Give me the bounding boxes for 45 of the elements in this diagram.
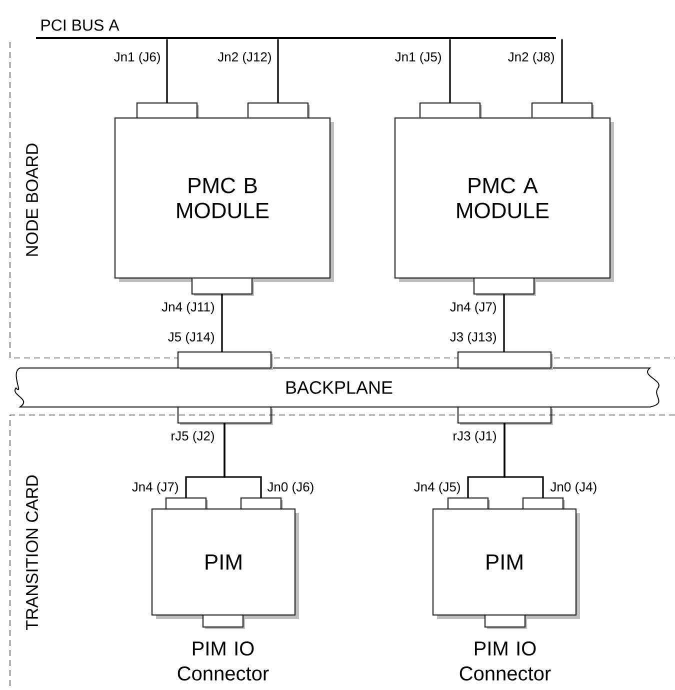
connector-label: Jn0 (J4) — [550, 482, 596, 494]
connector-line — [277, 39, 279, 102]
connector-box — [248, 102, 310, 120]
connector-box — [458, 352, 553, 370]
connector-box — [240, 498, 283, 511]
connector-line — [504, 424, 544, 498]
connector-box — [178, 406, 273, 425]
connector-box — [458, 406, 553, 425]
connector-box — [522, 498, 565, 511]
connector-label: Jn4 (J7) — [132, 482, 178, 494]
connector-line — [503, 294, 505, 352]
connector-box — [178, 352, 273, 370]
connector-label: Jn2 (J12) — [218, 52, 271, 64]
connector-label: Jn4 (J7) — [450, 302, 496, 314]
module-box: PMC B MODULE — [114, 118, 334, 282]
connector-label: rJ5 (J2) — [172, 430, 214, 444]
connector-label: PIM IO Connector — [460, 641, 551, 681]
connector-line — [166, 39, 168, 102]
connector-box — [202, 614, 245, 629]
connector-label: Jn4 (J5) — [414, 482, 460, 494]
module-box: PIM — [152, 508, 299, 619]
connector-box — [420, 102, 482, 120]
connector-label: Jn1 (J5) — [395, 52, 441, 64]
connector-box — [136, 102, 199, 120]
connector-box — [532, 102, 594, 120]
connector-label: J3 (J13) — [450, 332, 496, 344]
connector-label: Jn2 (J8) — [508, 52, 554, 64]
connector-line — [221, 294, 223, 352]
connector-label: J5 (J14) — [168, 332, 214, 344]
connector-box — [166, 498, 208, 511]
connector-line — [449, 39, 451, 102]
connector-label: rJ3 (J1) — [454, 430, 496, 444]
bus-line: PCI BUS A — [36, 19, 556, 39]
connector-label: Jn4 (J11) — [162, 302, 214, 314]
connector-box — [474, 278, 536, 296]
connector-box — [448, 498, 490, 511]
connector-label: Jn0 (J6) — [267, 482, 314, 494]
connector-line — [561, 39, 563, 102]
module-box: PMC A MODULE — [394, 118, 614, 282]
connector-box — [192, 278, 254, 296]
connector-line — [224, 424, 262, 498]
connector-label: Jn1 (J6) — [114, 52, 160, 64]
connector-box — [484, 614, 527, 629]
module-box: PIM — [432, 508, 580, 619]
connector-label: PIM IO Connector — [178, 641, 269, 681]
